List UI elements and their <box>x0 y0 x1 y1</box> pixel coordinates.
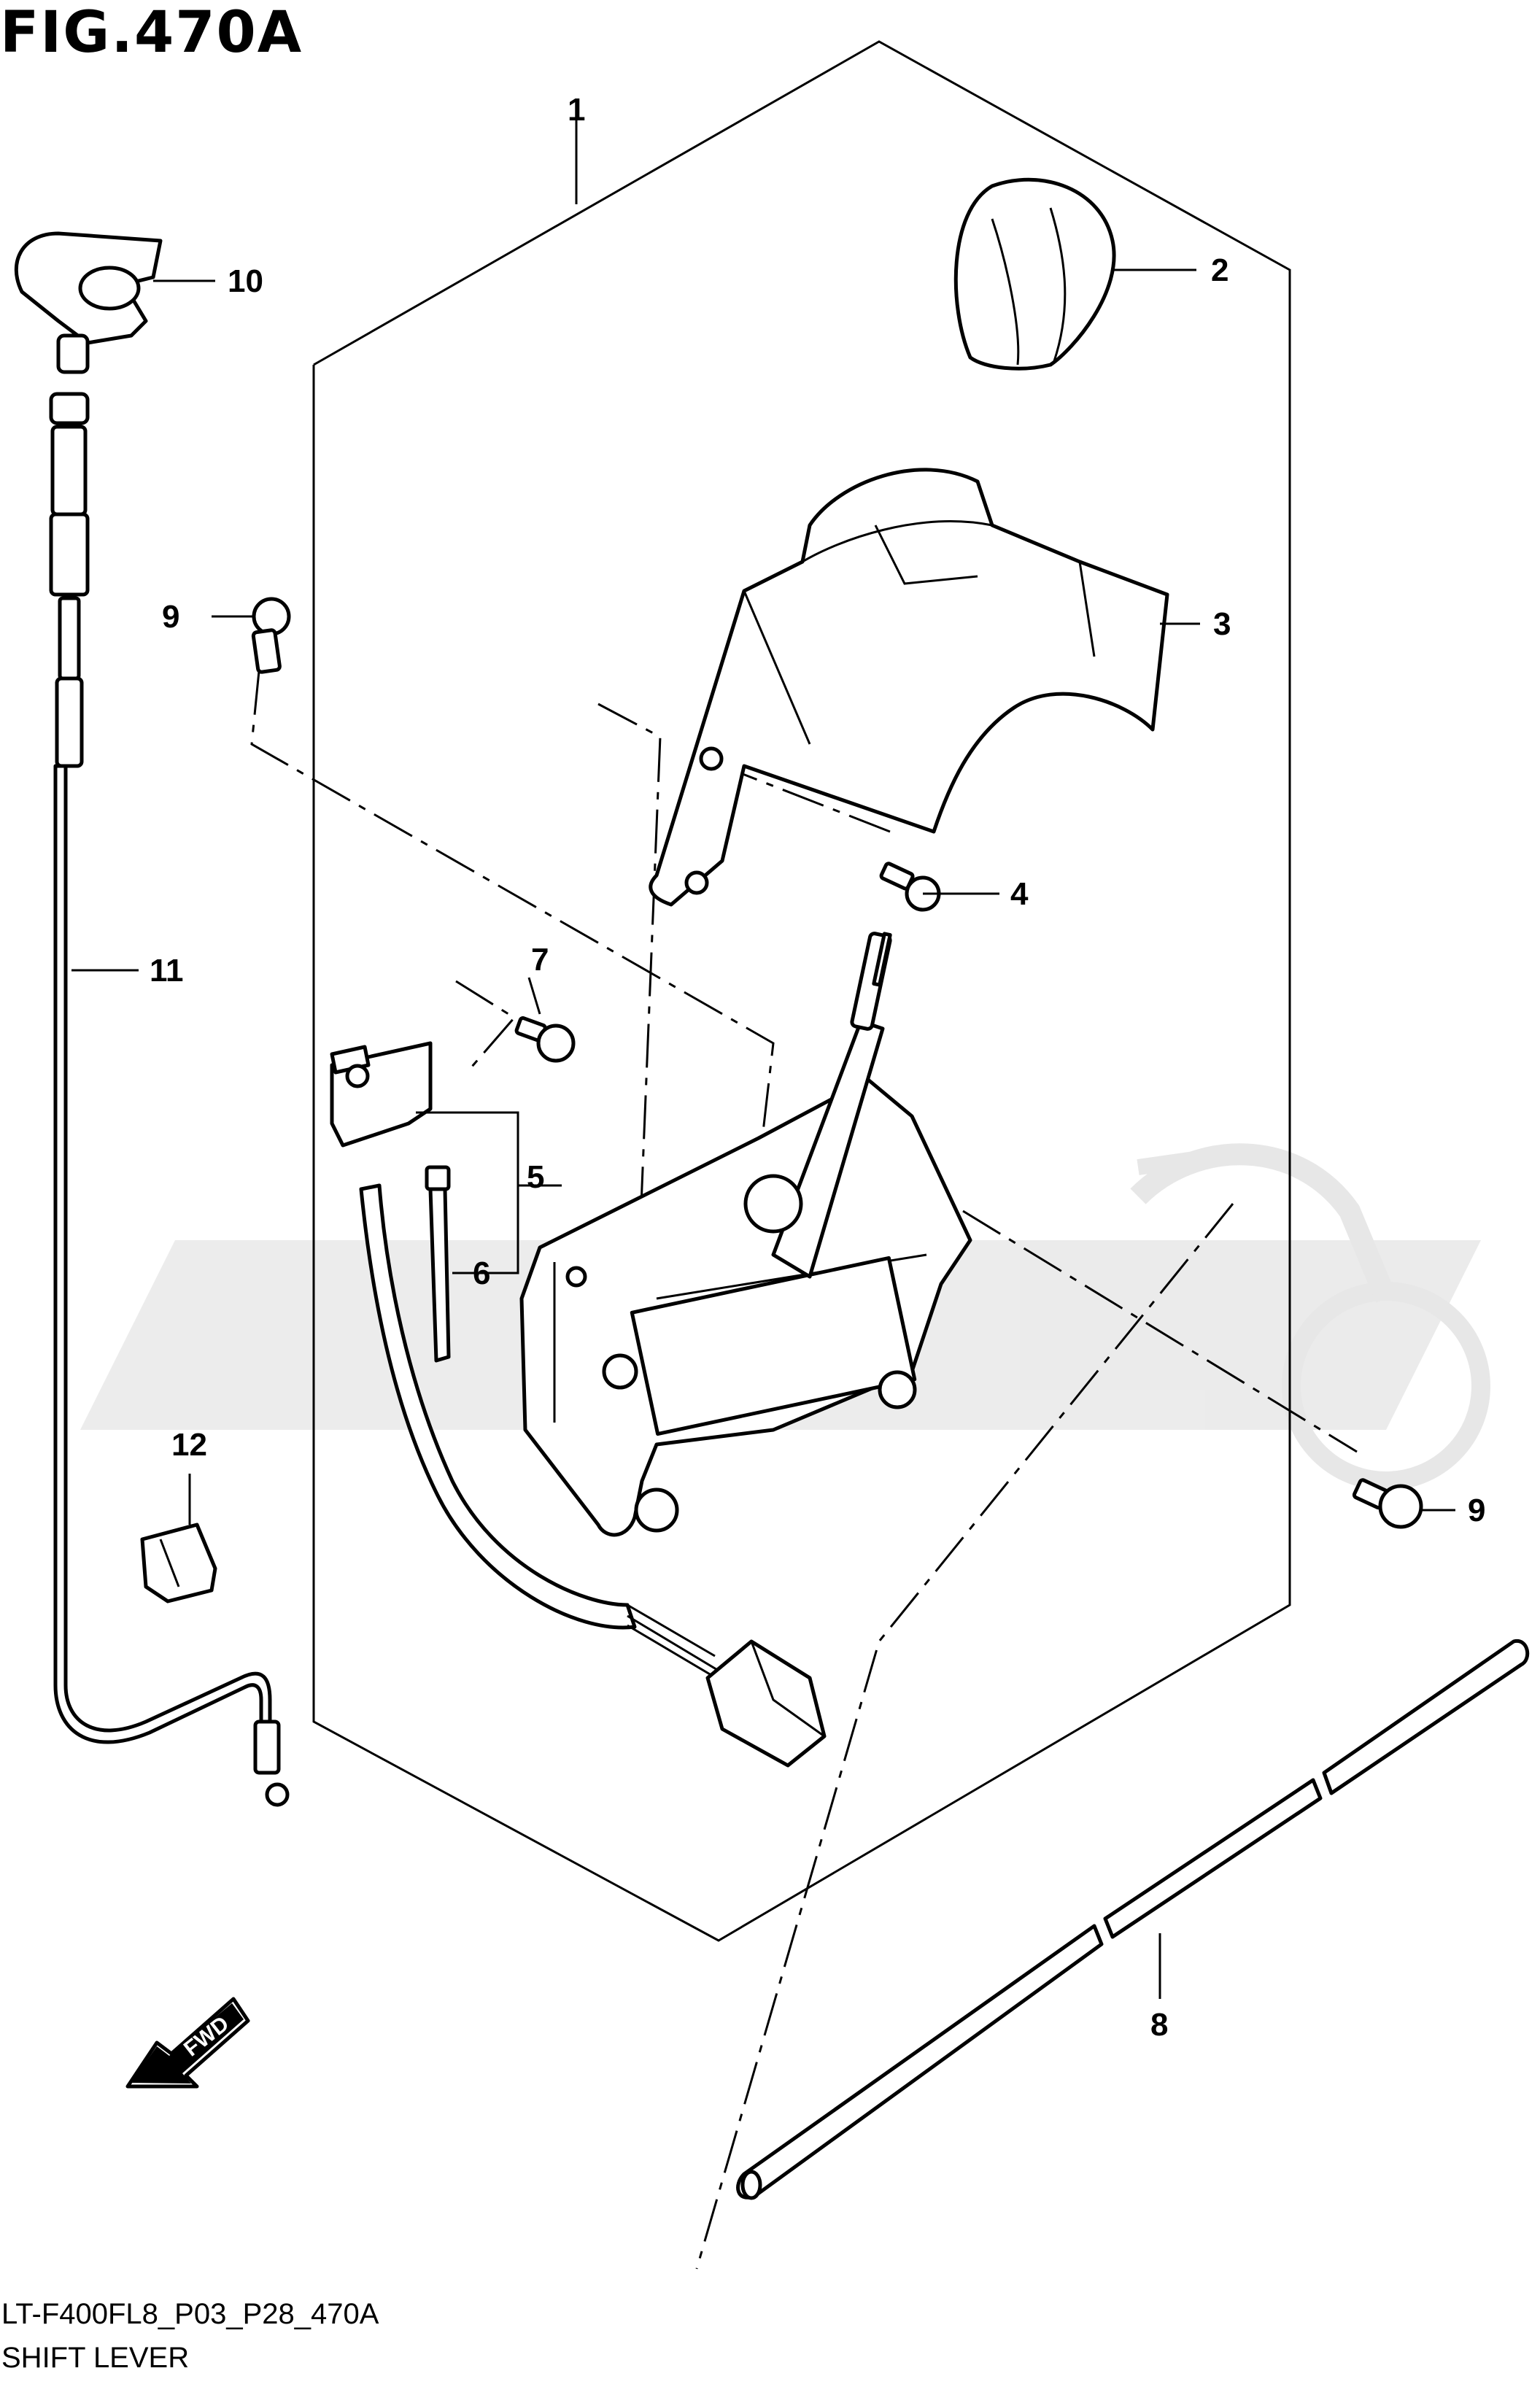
shift-lever-assembly <box>519 932 972 1537</box>
shift-cable <box>49 392 290 1807</box>
fwd-arrow-icon: FWD <box>125 1997 250 2089</box>
bolt-9-upper <box>251 597 291 674</box>
shift-cover <box>649 468 1169 907</box>
shift-rod <box>736 1639 1530 2200</box>
screw-7 <box>514 1016 576 1063</box>
shift-knob <box>953 177 1116 371</box>
callout-3: 3 <box>1213 606 1231 642</box>
assembly-frame <box>312 40 1291 1942</box>
callout-11: 11 <box>150 953 184 989</box>
shift-clamp <box>14 231 163 374</box>
callout-7: 7 <box>531 942 549 978</box>
alignment-lines <box>250 670 1358 2270</box>
cable-clip <box>140 1523 217 1603</box>
figure-name: SHIFT LEVER <box>1 2342 190 2374</box>
bolt-9-lower <box>1352 1478 1423 1529</box>
leader-lines <box>71 106 1455 1999</box>
position-switch <box>330 1041 827 1768</box>
figure-code: LT-F400FL8_P03_P28_470A <box>1 2298 379 2330</box>
callout-4: 4 <box>1010 876 1029 912</box>
callout-1: 1 <box>568 92 585 128</box>
callout-12: 12 <box>171 1427 207 1463</box>
callout-9-upper: 9 <box>162 599 179 635</box>
callout-5: 5 <box>527 1159 544 1195</box>
callout-8: 8 <box>1150 2007 1168 2043</box>
figure-title: FIG.470A <box>0 0 303 66</box>
callout-6: 6 <box>473 1256 490 1291</box>
callout-10: 10 <box>228 263 263 299</box>
cable-tie <box>425 1165 451 1363</box>
callout-9-lower: 9 <box>1468 1493 1485 1528</box>
screw-4 <box>879 862 941 912</box>
callout-2: 2 <box>1211 252 1228 288</box>
